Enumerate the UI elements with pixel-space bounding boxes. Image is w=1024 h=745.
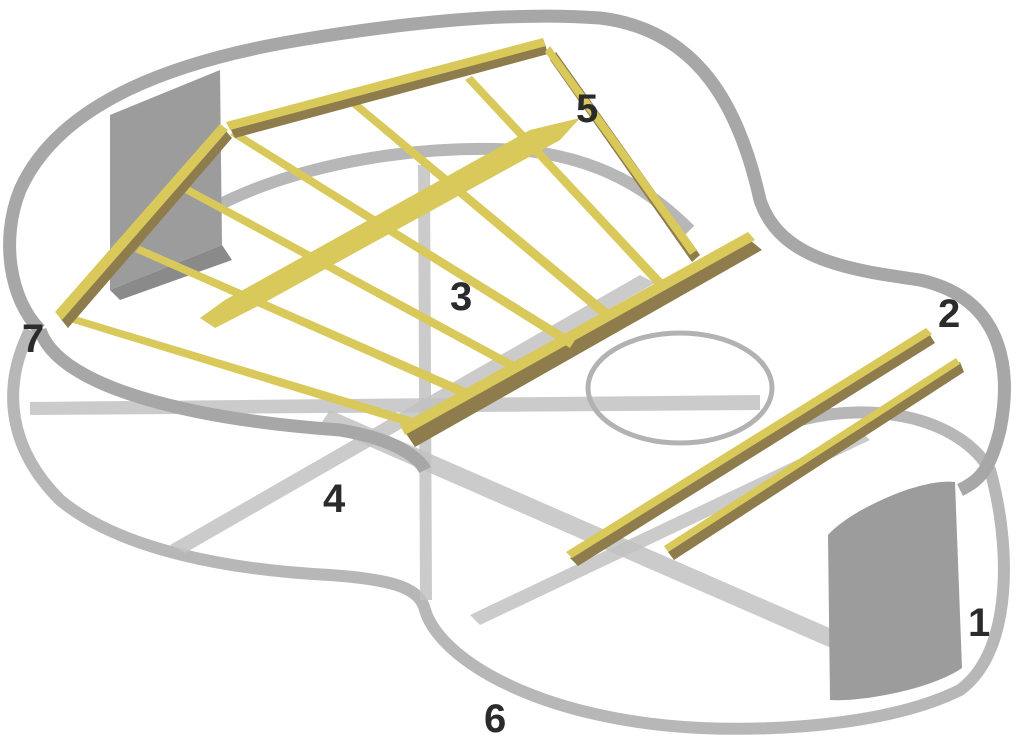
top-plate-waist — [33, 327, 431, 474]
callout-5: 5 — [576, 87, 598, 131]
callout-6: 6 — [484, 697, 506, 741]
brace-lower-1 — [566, 328, 932, 558]
brace-edge-lower-2 — [668, 362, 964, 560]
tail-block — [828, 481, 962, 701]
brace-edge-lower-1 — [570, 335, 935, 566]
callout-7: 7 — [22, 317, 44, 361]
brace-edge-left — [60, 130, 232, 328]
callout-1: 1 — [968, 601, 990, 645]
brace-edge-top — [230, 44, 548, 138]
neck-block-side — [110, 245, 232, 300]
fan-brace-3 — [185, 187, 520, 372]
callout-4: 4 — [323, 477, 346, 521]
sound-hole — [585, 330, 775, 446]
brace-edge-main-bar — [405, 240, 762, 447]
back-plate-outline — [7, 327, 1010, 735]
brace-right — [545, 46, 697, 255]
fan-brace-6 — [465, 76, 665, 288]
callout-2: 2 — [938, 292, 960, 336]
center-strip — [418, 165, 432, 600]
brace-left — [55, 124, 228, 320]
callout-3: 3 — [450, 275, 472, 319]
brace-lower-2 — [664, 358, 960, 552]
fan-brace-1 — [70, 316, 420, 428]
top-plate-outline — [3, 9, 1011, 496]
back-brace-2 — [170, 275, 655, 553]
brace-top — [226, 38, 546, 130]
fan-brace-5 — [350, 100, 615, 322]
brace-main-bar — [400, 232, 755, 435]
fan-brace-2 — [135, 246, 470, 398]
fan-brace-4 — [230, 130, 575, 348]
upper-transverse-bar — [200, 118, 580, 328]
